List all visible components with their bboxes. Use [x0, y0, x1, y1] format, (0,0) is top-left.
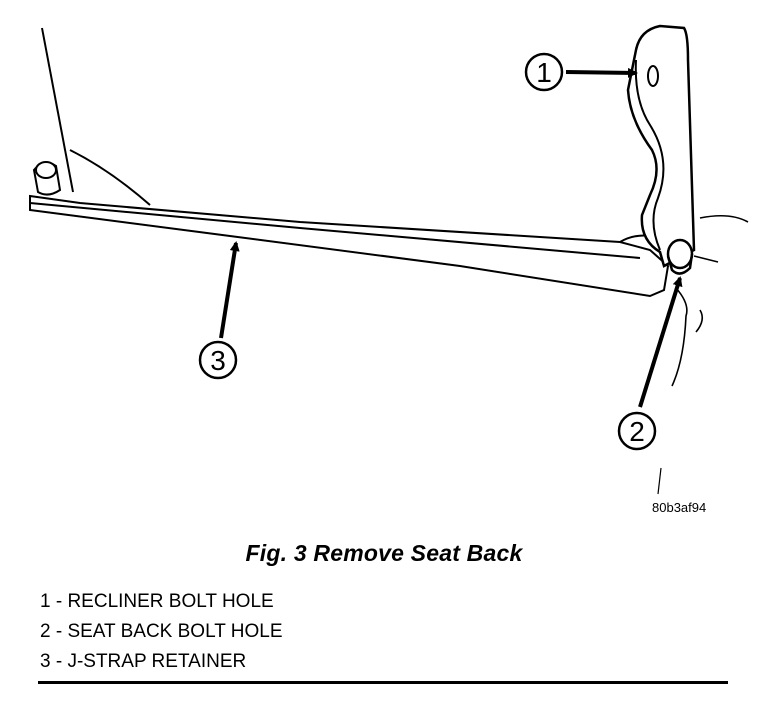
legend-list: 1 - RECLINER BOLT HOLE 2 - SEAT BACK BOL…: [40, 587, 283, 677]
drawing-id-tick: [657, 467, 662, 495]
legend-item-2: 2 - SEAT BACK BOLT HOLE: [40, 621, 283, 642]
figure-caption: Fig. 3 Remove Seat Back: [245, 540, 523, 566]
j-strap-retainer-rod: [29, 194, 670, 298]
callout-3-number: 3: [210, 345, 226, 376]
callout-2-number: 2: [629, 416, 645, 447]
recliner-bracket: [626, 24, 696, 268]
drawing-id: 80b3af94: [652, 500, 706, 515]
legend-item-3: 3 - J-STRAP RETAINER: [40, 651, 247, 672]
left-pivot: [32, 161, 62, 196]
seat-back-outline: [41, 27, 151, 206]
leader-line-1: [565, 67, 638, 78]
seat-back-illustration: 1 2 3 80b3af94: [29, 24, 749, 515]
leader-lines: [219, 67, 683, 408]
callout-3: 3: [198, 340, 238, 380]
callout-2: 2: [617, 411, 657, 451]
leader-line-2: [638, 276, 683, 408]
seat-frame-lines: [671, 214, 749, 387]
leader-line-3: [219, 241, 240, 339]
callout-1: 1: [524, 52, 564, 92]
legend-item-1: 1 - RECLINER BOLT HOLE: [40, 591, 274, 612]
callout-1-number: 1: [536, 57, 552, 88]
seat-back-bolt-hole: [666, 238, 694, 275]
bottom-rule: [38, 681, 728, 684]
recliner-bolt-hole: [647, 65, 659, 87]
